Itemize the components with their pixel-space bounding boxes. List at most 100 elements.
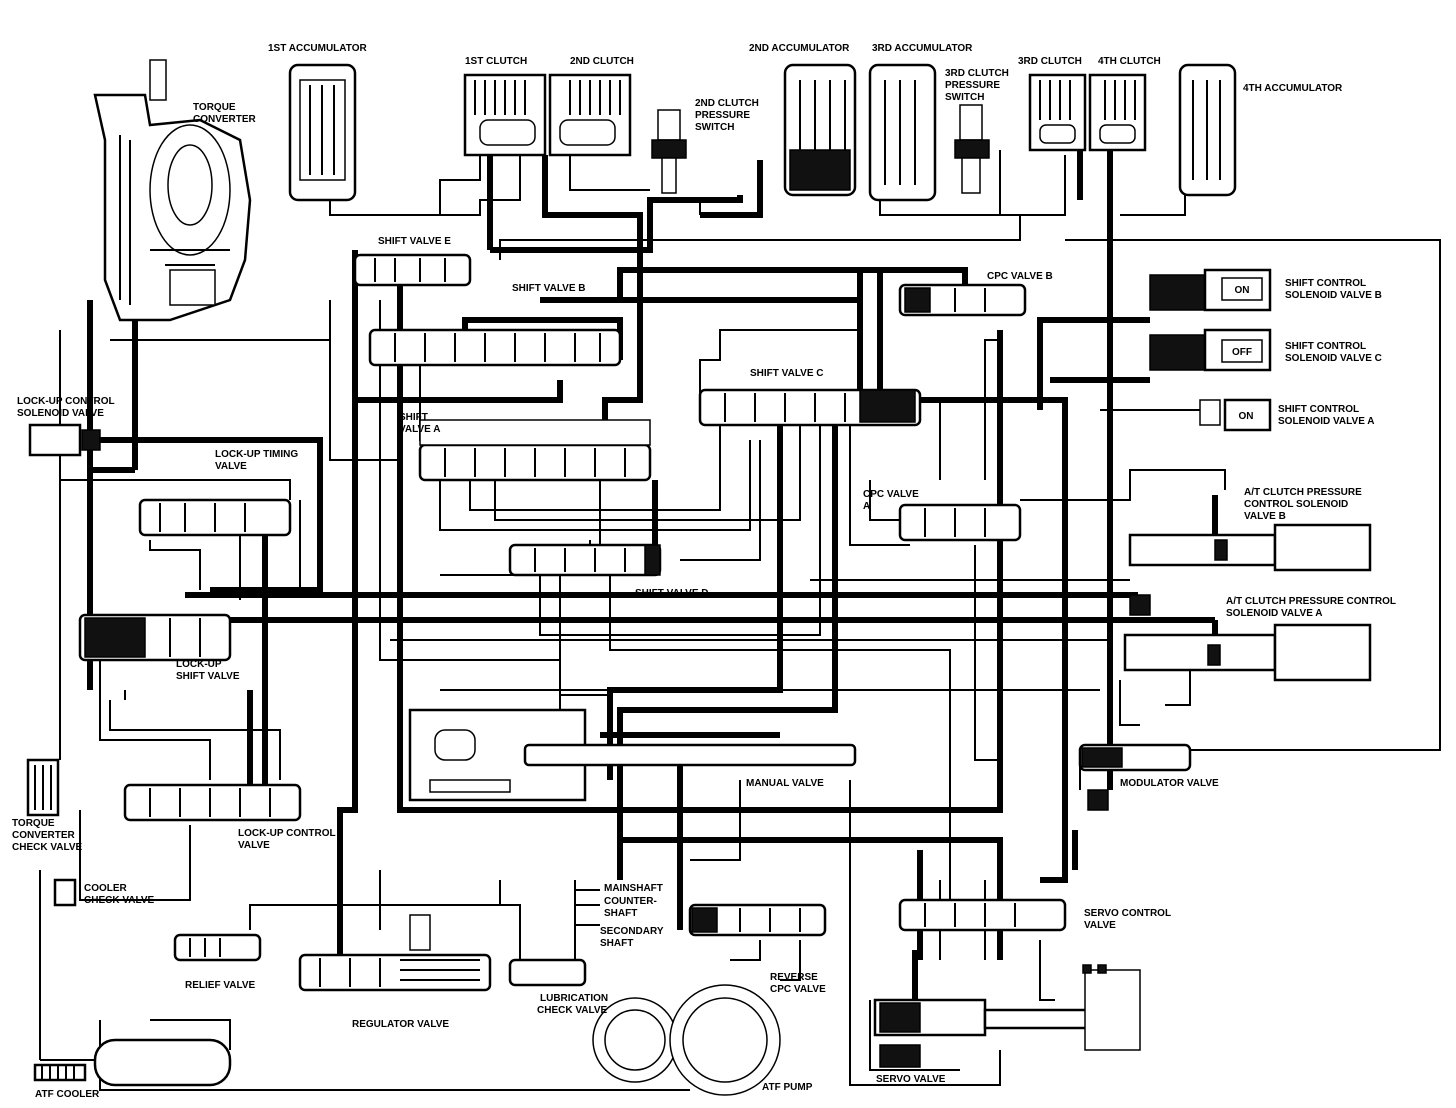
label-servo-control-valve-line2: VALVE (1084, 920, 1116, 931)
label-atf-pump: ATF PUMP (762, 1082, 813, 1093)
clutch-3rd (1028, 73, 1087, 152)
accumulator-3rd (868, 63, 937, 202)
label-reverse-cpc-valve-line2: CPC VALVE (770, 984, 826, 995)
torque-converter-check-valve (26, 758, 60, 817)
reverse-cpc-valve (688, 903, 827, 937)
label-2nd-pressure-switch-line3: SWITCH (695, 122, 734, 133)
shift-valve-c (698, 388, 922, 427)
label-lubrication-check-valve-line2: CHECK VALVE (537, 1005, 608, 1016)
label-cpc-valve-a-line1: CPC VALVE (863, 489, 919, 500)
label-1st-accumulator: 1ST ACCUMULATOR (268, 43, 367, 54)
label-at-clutch-solenoid-a-line1: A/T CLUTCH PRESSURE CONTROL (1226, 596, 1396, 607)
label-2nd-pressure-switch-line2: PRESSURE (695, 110, 750, 121)
lockup-control-solenoid (28, 423, 101, 457)
label-secondary-shaft-line1: SECONDARY (600, 926, 664, 937)
cpc-valve-b (898, 283, 1027, 317)
label-lockup-timing-valve-line2: VALVE (215, 461, 247, 472)
label-3rd-clutch: 3RD CLUTCH (1018, 56, 1082, 67)
label-tc-check-valve-line1: TORQUE (12, 818, 55, 829)
label-3rd-pressure-switch-line3: SWITCH (945, 92, 984, 103)
thin-hydraulic-lines (39, 150, 1441, 1091)
label-shift-valve-a-line1: SHIFT (399, 412, 428, 423)
label-shift-control-solenoid-c-line1: SHIFT CONTROL (1285, 341, 1366, 352)
label-countershaft-line1: COUNTER- (604, 896, 657, 907)
label-lubrication-check-valve-line1: LUBRICATION (540, 993, 608, 1004)
cpc-valve-a (898, 503, 1022, 542)
shift-valve-a (418, 419, 652, 482)
clutch-4th (1088, 73, 1147, 152)
lubrication-check-valve (508, 958, 587, 987)
label-cooler-check-valve-line1: COOLER (84, 883, 128, 894)
shift-control-solenoid-c: OFF (1149, 328, 1272, 372)
pressure-switch-2nd (651, 109, 687, 194)
label-shift-control-solenoid-b-line1: SHIFT CONTROL (1285, 278, 1366, 289)
label-mainshaft: MAINSHAFT (604, 883, 663, 894)
label-2nd-clutch: 2ND CLUTCH (570, 56, 634, 67)
label-reverse-cpc-valve-line1: REVERSE (770, 972, 818, 983)
label-modulator-valve: MODULATOR VALVE (1120, 778, 1219, 789)
label-lockup-timing-valve-line1: LOCK-UP TIMING (215, 449, 298, 460)
label-3rd-pressure-switch-line1: 3RD CLUTCH (945, 68, 1009, 79)
label-2nd-accumulator: 2ND ACCUMULATOR (749, 43, 850, 54)
cooler-check-valve (53, 878, 77, 907)
label-cpc-valve-b: CPC VALVE B (987, 271, 1053, 282)
shift-control-solenoid-b: ON (1149, 268, 1272, 312)
clutch-2nd (548, 73, 632, 157)
servo-control-valve (898, 898, 1067, 932)
label-at-clutch-solenoid-b-line1: A/T CLUTCH PRESSURE (1244, 487, 1362, 498)
solenoid-c-state: OFF (1232, 347, 1252, 358)
label-tc-check-valve-line3: CHECK VALVE (12, 842, 83, 853)
label-1st-clutch: 1ST CLUTCH (465, 56, 527, 67)
pressure-switch-3rd (954, 104, 990, 194)
label-torque-converter-line2: CONVERTER (193, 114, 257, 125)
regulator-valve (298, 914, 492, 992)
lockup-timing-valve (138, 498, 292, 537)
torque-converter (93, 59, 252, 322)
accumulator-2nd (783, 63, 857, 197)
label-at-clutch-solenoid-b-line2: CONTROL SOLENOID (1244, 499, 1348, 510)
label-shift-control-solenoid-a-line2: SOLENOID VALVE A (1278, 416, 1375, 427)
label-manual-valve: MANUAL VALVE (746, 778, 824, 789)
label-at-clutch-solenoid-a-line2: SOLENOID VALVE A (1226, 608, 1323, 619)
label-4th-accumulator: 4TH ACCUMULATOR (1243, 83, 1343, 94)
label-layer: 1ST ACCUMULATOR 1ST CLUTCH 2ND CLUTCH 2N… (12, 43, 1396, 1100)
lockup-control-valve (123, 783, 302, 822)
solenoid-b-state: ON (1235, 285, 1250, 296)
label-countershaft-line2: SHAFT (604, 908, 637, 919)
label-cooler-check-valve-line2: CHECK VALVE (84, 895, 155, 906)
label-servo-valve: SERVO VALVE (876, 1074, 946, 1085)
clutch-1st (463, 73, 547, 157)
label-secondary-shaft-line2: SHAFT (600, 938, 633, 949)
at-clutch-pressure-solenoid-a (1123, 594, 1372, 682)
label-shift-valve-a-line2: VALVE A (399, 424, 440, 435)
label-servo-control-valve-line1: SERVO CONTROL (1084, 908, 1171, 919)
label-lockup-shift-valve-line2: SHIFT VALVE (176, 671, 240, 682)
relief-valve (173, 933, 262, 962)
at-clutch-pressure-solenoid-b (1128, 523, 1372, 572)
label-lockup-shift-valve-line1: LOCK-UP (176, 659, 222, 670)
accumulator-4th (1178, 63, 1237, 197)
modulator-valve (1078, 743, 1192, 811)
label-cpc-valve-a-line2: A (863, 501, 870, 512)
atf-pump (592, 984, 781, 1096)
label-relief-valve: RELIEF VALVE (185, 980, 256, 991)
label-shift-control-solenoid-b-line2: SOLENOID VALVE B (1285, 290, 1382, 301)
label-shift-valve-e: SHIFT VALVE E (378, 236, 451, 247)
label-3rd-accumulator: 3RD ACCUMULATOR (872, 43, 973, 54)
shift-valve-b (368, 328, 622, 367)
shift-valve-e (353, 253, 472, 287)
label-shift-valve-d: SHIFT VALVE D (635, 588, 709, 599)
label-at-clutch-solenoid-b-line3: VALVE B (1244, 511, 1286, 522)
label-lockup-control-valve-line2: VALVE (238, 840, 270, 851)
label-lockup-control-valve-line1: LOCK-UP CONTROL (238, 828, 336, 839)
label-2nd-pressure-switch-line1: 2ND CLUTCH (695, 98, 759, 109)
shift-control-solenoid-a: ON (1199, 398, 1272, 432)
label-shift-valve-c: SHIFT VALVE C (750, 368, 824, 379)
label-lockup-control-solenoid-line2: SOLENOID VALVE (17, 408, 104, 419)
label-regulator-valve: REGULATOR VALVE (352, 1019, 449, 1030)
label-tc-check-valve-line2: CONVERTER (12, 830, 76, 841)
accumulator-1st (288, 63, 357, 202)
manual-valve (408, 708, 857, 802)
label-torque-converter-line1: TORQUE (193, 102, 236, 113)
